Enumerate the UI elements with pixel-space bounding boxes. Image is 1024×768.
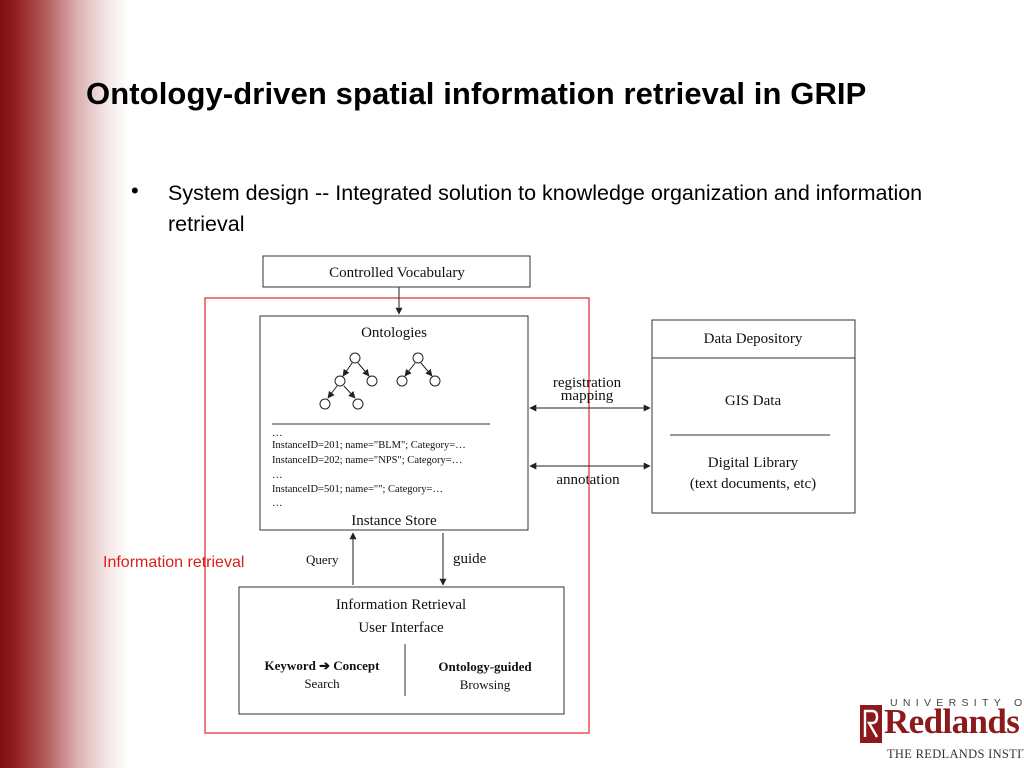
logo-institute: THE REDLANDS INSTITUTE [887,747,1024,761]
instance-line: … [272,470,283,481]
guide-label: guide [453,551,487,567]
instance-line: InstanceID=201; name="BLM"; Category=… [272,440,466,451]
bullet-text: System design -- Integrated solution to … [168,181,923,236]
data-depository-title: Data Depository [704,331,803,347]
university-logo: UNIVERSITY OF Redlands THE REDLANDS INST… [860,695,1024,765]
controlled-vocabulary-label: Controlled Vocabulary [329,265,465,281]
redlands-r-mark-icon [860,705,882,743]
logo-name: Redlands [884,702,1020,741]
registration-label: registration [553,375,622,391]
instance-line: InstanceID=202; name="NPS"; Category=… [272,455,462,466]
user-interface-label: User Interface [358,620,444,636]
search-label: Search [304,676,340,691]
ontologies-title: Ontologies [361,325,427,341]
instance-line: … [272,498,283,509]
instance-list: … InstanceID=201; name="BLM"; Category=…… [272,428,466,509]
browsing-label: Browsing [460,677,511,692]
logo-university-of: UNIVERSITY OF [890,697,1024,709]
keyword-concept-label: Keyword ➔ Concept [265,658,381,673]
query-label: Query [306,552,339,567]
slide-title: Ontology-driven spatial information retr… [86,76,867,111]
information-retrieval-annotation: Information retrieval [103,554,245,571]
instance-store-label: Instance Store [351,513,437,529]
side-gradient-bar [0,0,130,768]
mapping-label: mapping [561,388,614,404]
instance-line: … [272,428,283,439]
information-retrieval-title: Information Retrieval [336,597,466,613]
controlled-vocabulary-box: Controlled Vocabulary [262,255,531,288]
information-retrieval-box: Information Retrieval User Interface Key… [238,586,565,715]
instance-line: InstanceID=501; name=""; Category=… [272,484,443,495]
ontology-guided-label: Ontology-guided [438,659,532,674]
digital-library-label: Digital Library [708,455,799,471]
annotation-label: annotation [556,472,620,488]
information-retrieval-highlight-box [204,297,590,734]
data-depository-box: Data Depository GIS Data Digital Library… [651,319,856,514]
ontologies-box: Ontologies … InstanceID=201; name="BLM";… [259,315,529,531]
digital-library-sub-label: (text documents, etc) [690,476,816,492]
ontology-tree-diagram [319,352,441,410]
bullet-marker: • [131,178,139,203]
gis-data-label: GIS Data [725,393,782,409]
